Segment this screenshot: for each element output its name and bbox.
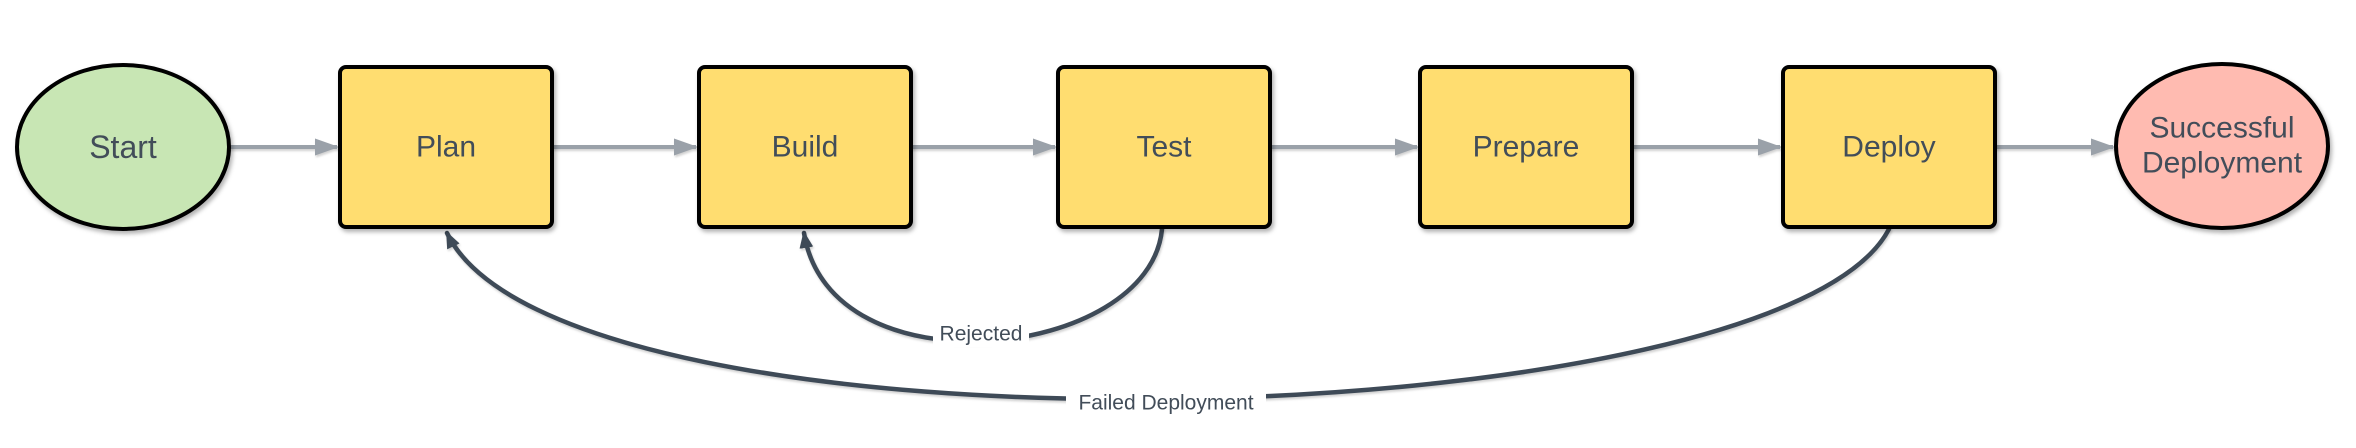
edge-label-rejected: Rejected bbox=[933, 322, 1029, 347]
plan-label: Plan bbox=[416, 131, 476, 164]
edge-failed-deployment-deploy-to-plan[interactable] bbox=[444, 226, 1892, 402]
node-deploy[interactable]: Deploy bbox=[1781, 65, 1997, 229]
start-ellipse[interactable] bbox=[15, 63, 231, 231]
edge-label-failed-deployment: Failed Deployment bbox=[1066, 391, 1266, 416]
node-plan[interactable]: Plan bbox=[338, 65, 554, 229]
start-label: Start bbox=[89, 129, 157, 165]
build-rectangle[interactable] bbox=[697, 65, 913, 229]
return-edges: Rejected Failed Deployment bbox=[444, 226, 1892, 416]
nodes: Start Plan Build Test Prepare Deploy bbox=[15, 62, 2330, 231]
plan-rectangle[interactable] bbox=[338, 65, 554, 229]
test-label: Test bbox=[1136, 131, 1192, 164]
rejected-label-background bbox=[933, 322, 1029, 347]
deploy-rectangle[interactable] bbox=[1781, 65, 1997, 229]
node-successful-deployment[interactable]: Successful Deployment bbox=[2114, 62, 2330, 230]
successful-deployment-ellipse[interactable] bbox=[2114, 62, 2330, 230]
failed-deployment-label-text: Failed Deployment bbox=[1078, 392, 1253, 415]
rejected-label-text: Rejected bbox=[940, 323, 1023, 346]
failed-deployment-label-background bbox=[1066, 391, 1266, 416]
node-build[interactable]: Build bbox=[697, 65, 913, 229]
prepare-rectangle[interactable] bbox=[1418, 65, 1634, 229]
successful-deployment-label-line2: Deployment bbox=[2142, 147, 2303, 180]
node-prepare[interactable]: Prepare bbox=[1418, 65, 1634, 229]
deploy-label: Deploy bbox=[1842, 131, 1935, 164]
successful-deployment-label-line1: Successful bbox=[2149, 112, 2294, 145]
test-rectangle[interactable] bbox=[1056, 65, 1272, 229]
build-label: Build bbox=[772, 131, 839, 164]
prepare-label: Prepare bbox=[1473, 131, 1580, 164]
node-test[interactable]: Test bbox=[1056, 65, 1272, 229]
node-start[interactable]: Start bbox=[15, 63, 231, 231]
